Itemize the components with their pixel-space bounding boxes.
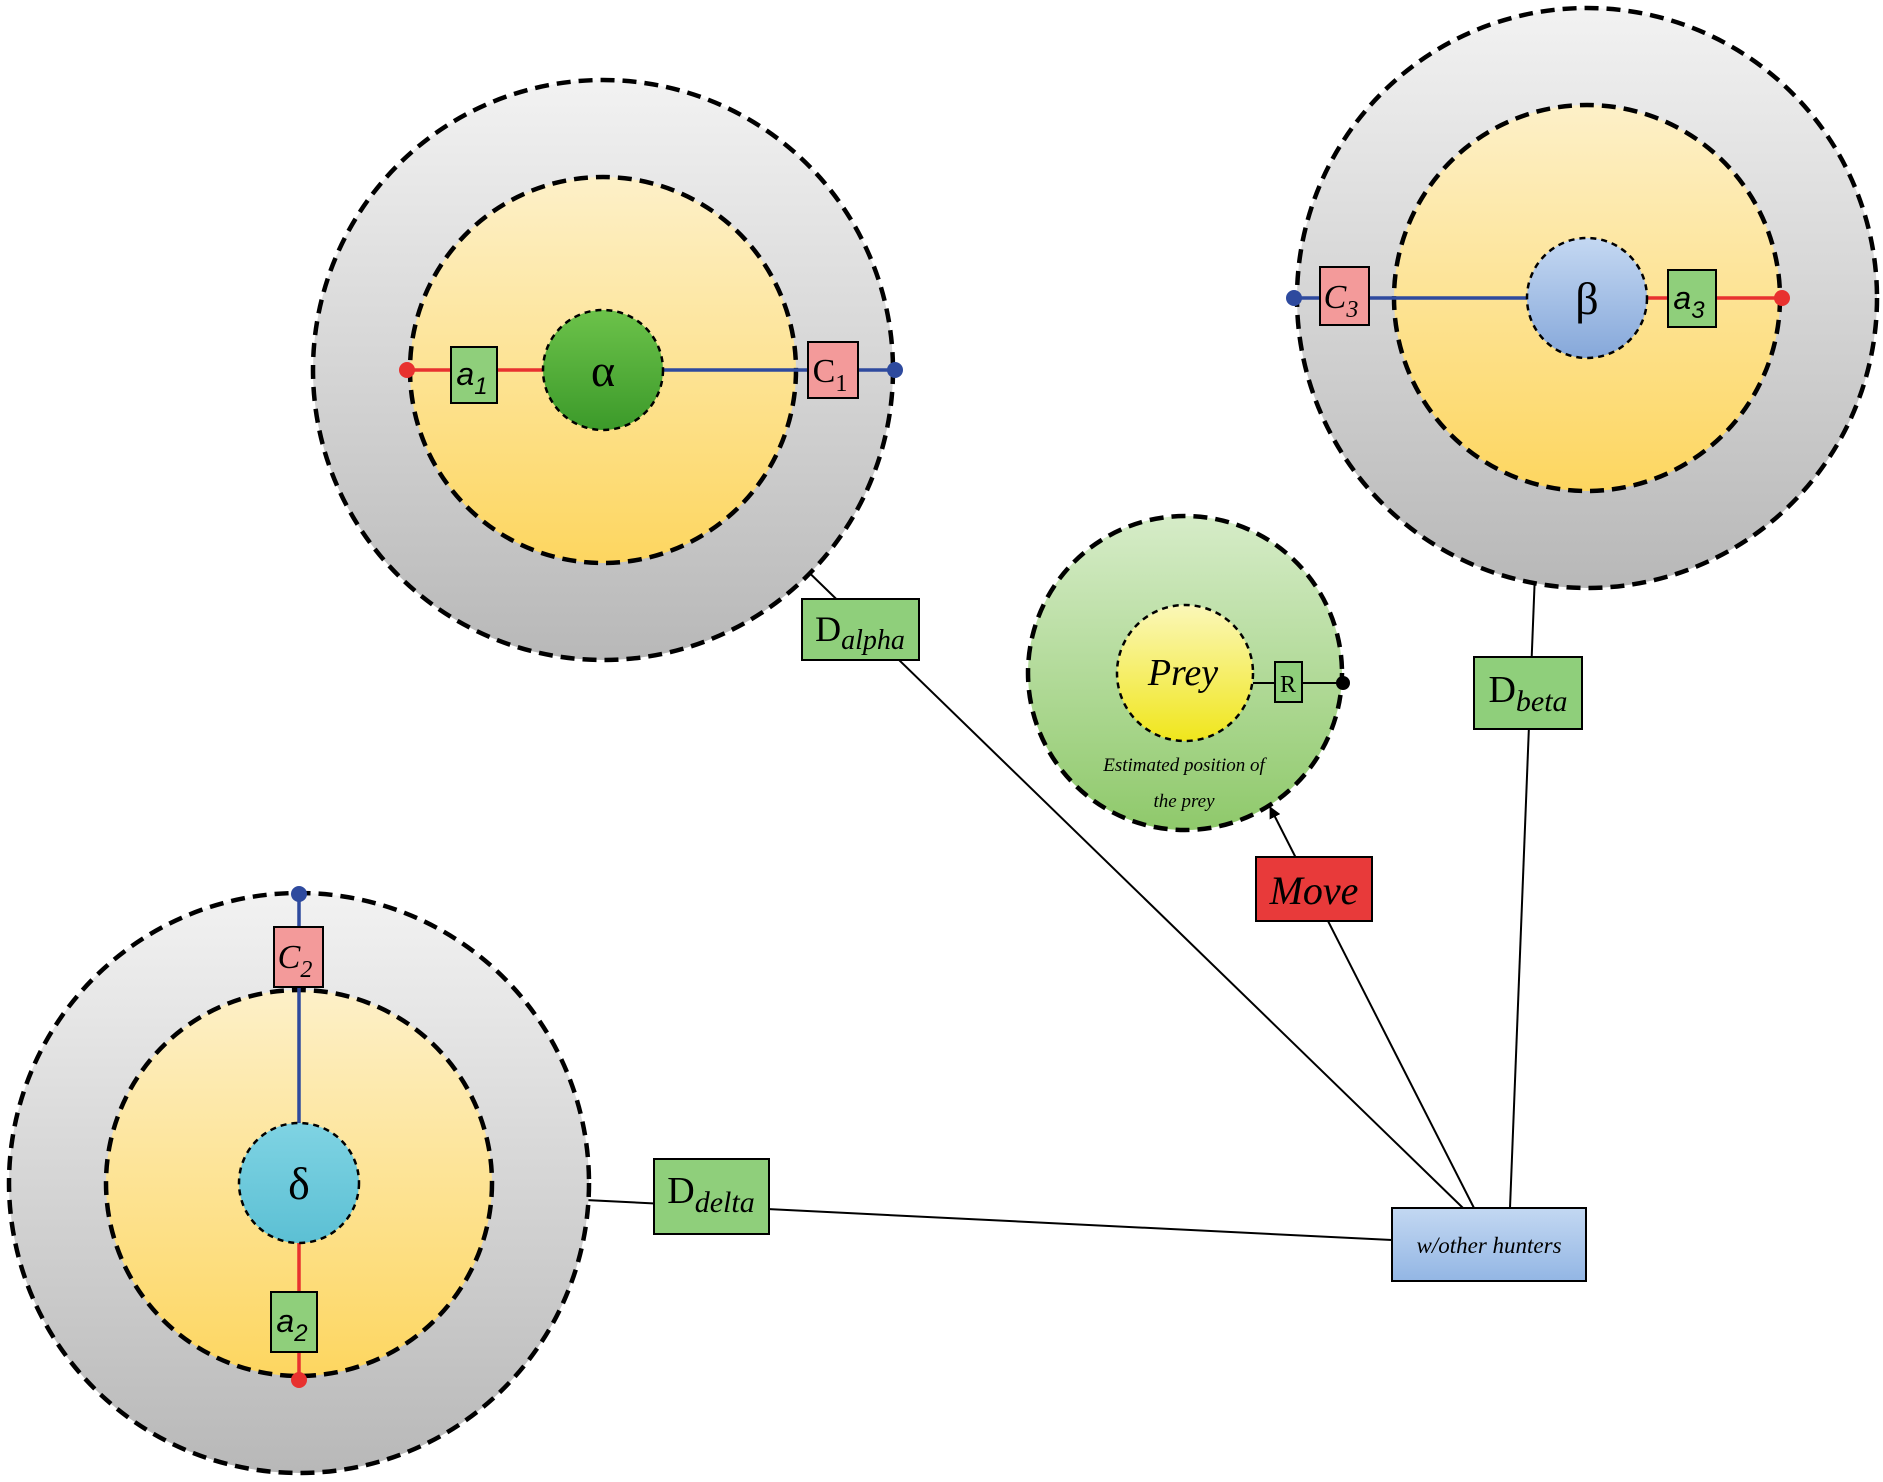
delta-wolf-group: δ C2 a2 — [6, 886, 592, 1476]
hunters-label-group: w/other hunters — [1391, 1207, 1587, 1282]
alpha-a-label: a1 — [456, 356, 487, 400]
delta-c-endpoint — [291, 886, 307, 902]
d-delta-label: Ddelta — [667, 1170, 754, 1219]
alpha-c-endpoint — [887, 362, 903, 378]
delta-core — [237, 1121, 361, 1245]
prey-core — [1115, 603, 1255, 743]
beta-a-endpoint — [1774, 290, 1790, 306]
prey-r-label: R — [1280, 672, 1296, 698]
hunters-box — [1391, 1207, 1587, 1282]
alpha-core — [541, 308, 665, 432]
d-alpha-label: Dalpha — [815, 609, 905, 656]
prey-group: Prey R Estimated position of the prey — [1025, 513, 1350, 833]
alpha-a-box — [450, 346, 498, 404]
beta-c-box — [1319, 266, 1370, 326]
d-delta-label-group: Ddelta — [653, 1158, 770, 1235]
delta-symbol: δ — [288, 1158, 310, 1209]
move-label-group: Move — [1255, 856, 1373, 922]
delta-c-box — [273, 926, 324, 988]
alpha-a-endpoint — [399, 362, 415, 378]
prey-caption-line2: the prey — [1153, 791, 1215, 812]
beta-a-label: a3 — [1673, 280, 1705, 324]
prey-r-endpoint — [1336, 676, 1350, 690]
delta-a-endpoint — [291, 1372, 307, 1388]
alpha-c-box — [807, 341, 859, 399]
delta-a-box — [270, 1291, 318, 1353]
alpha-c-label: C1 — [813, 353, 848, 397]
delta-a-label: a2 — [276, 1303, 307, 1347]
alpha-wolf-group: α a1 C1 — [310, 77, 903, 663]
beta-c-endpoint — [1286, 290, 1302, 306]
beta-core — [1525, 236, 1649, 360]
beta-wolf-group: β C3 a3 — [1286, 5, 1880, 591]
prey-caption-line1: Estimated position of — [1102, 755, 1267, 776]
d-alpha-box — [801, 598, 920, 661]
delta-c-label: C2 — [278, 939, 313, 983]
move-label: Move — [1269, 868, 1359, 913]
beta-a-box — [1667, 269, 1717, 328]
move-box — [1255, 856, 1373, 922]
hunters-label: w/other hunters — [1416, 1233, 1561, 1258]
beta-symbol: β — [1575, 273, 1598, 324]
d-beta-box — [1473, 656, 1583, 730]
alpha-symbol: α — [591, 345, 615, 396]
prey-label: Prey — [1147, 652, 1218, 694]
prey-r-box — [1274, 661, 1303, 703]
d-beta-label: Dbeta — [1488, 669, 1567, 718]
d-beta-label-group: Dbeta — [1473, 656, 1583, 730]
d-alpha-label-group: Dalpha — [801, 598, 920, 661]
d-delta-box — [653, 1158, 770, 1235]
beta-c-label: C3 — [1324, 279, 1359, 323]
